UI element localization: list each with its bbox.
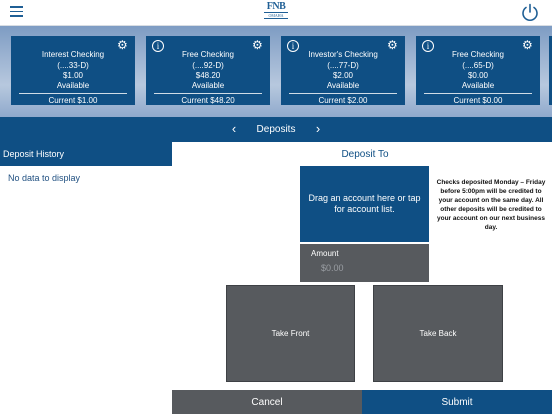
logo-text: FNB bbox=[266, 1, 286, 12]
chevron-right-icon[interactable]: › bbox=[315, 121, 321, 136]
gear-icon[interactable]: ⚙ bbox=[252, 38, 263, 52]
account-card[interactable]: i ⚙ Free Checking (....65-D) $0.00 Avail… bbox=[416, 36, 540, 105]
dropzone-label: Drag an account here or tap for account … bbox=[308, 193, 421, 214]
cancel-button[interactable]: Cancel bbox=[172, 390, 362, 414]
card-divider bbox=[289, 93, 397, 94]
current-balance: Current $1.00 bbox=[48, 96, 98, 105]
available-label: Available bbox=[326, 81, 360, 90]
page-title: Deposits bbox=[256, 124, 296, 135]
submit-label: Submit bbox=[441, 396, 473, 408]
info-icon[interactable]: i bbox=[287, 40, 299, 52]
account-card[interactable]: ⚙ Interest Checking (....33-D) $1.00 Ava… bbox=[11, 36, 135, 105]
account-card[interactable]: i ⚙ Free Checking (....92-D) $48.20 Avai… bbox=[146, 36, 270, 105]
empty-state-text: No data to display bbox=[8, 173, 81, 183]
account-number: (....65-D) bbox=[462, 61, 494, 70]
gear-icon[interactable]: ⚙ bbox=[522, 38, 533, 52]
take-back-label: Take Back bbox=[419, 329, 457, 338]
current-balance: Current $0.00 bbox=[453, 96, 503, 105]
section-nav-bar: ‹ Deposits › bbox=[0, 117, 552, 142]
account-number: (....77-D) bbox=[327, 61, 359, 70]
info-icon[interactable]: i bbox=[422, 40, 434, 52]
deposit-to-title: Deposit To bbox=[341, 149, 389, 160]
account-number: (....33-D) bbox=[57, 61, 89, 70]
amount-field[interactable]: Amount $0.00 bbox=[300, 244, 429, 282]
account-name: Free Checking bbox=[181, 50, 235, 59]
account-balance: $1.00 bbox=[62, 71, 84, 80]
top-bar: FNB OMAHA bbox=[0, 0, 552, 26]
account-name: Investor's Checking bbox=[308, 50, 378, 59]
take-front-label: Take Front bbox=[271, 329, 310, 338]
amount-input[interactable]: $0.00 bbox=[321, 263, 344, 273]
account-card[interactable]: i ⚙ Investor's Checking (....77-D) $2.00… bbox=[281, 36, 405, 105]
available-label: Available bbox=[461, 81, 495, 90]
bank-logo: FNB OMAHA bbox=[264, 2, 288, 24]
account-name: Free Checking bbox=[451, 50, 505, 59]
card-divider bbox=[154, 93, 262, 94]
account-card-partial[interactable] bbox=[549, 36, 552, 105]
take-back-button[interactable]: Take Back bbox=[373, 285, 503, 382]
current-balance: Current $48.20 bbox=[181, 96, 235, 105]
cancel-label: Cancel bbox=[251, 396, 283, 408]
chevron-left-icon[interactable]: ‹ bbox=[231, 121, 237, 136]
gear-icon[interactable]: ⚙ bbox=[387, 38, 398, 52]
card-divider bbox=[19, 93, 127, 94]
available-label: Available bbox=[56, 81, 90, 90]
account-balance: $48.20 bbox=[195, 71, 221, 80]
logo-subtext: OMAHA bbox=[264, 12, 288, 19]
available-label: Available bbox=[191, 81, 225, 90]
submit-button[interactable]: Submit bbox=[362, 390, 552, 414]
account-balance: $2.00 bbox=[332, 71, 354, 80]
info-icon[interactable]: i bbox=[152, 40, 164, 52]
card-divider bbox=[424, 93, 532, 94]
deposit-account-dropzone[interactable]: Drag an account here or tap for account … bbox=[300, 166, 429, 242]
take-front-button[interactable]: Take Front bbox=[226, 285, 355, 382]
account-name: Interest Checking bbox=[41, 50, 105, 59]
hamburger-menu-icon[interactable] bbox=[10, 6, 23, 17]
deposit-cutoff-note: Checks deposited Monday – Friday before … bbox=[436, 179, 546, 231]
power-icon[interactable] bbox=[520, 3, 540, 23]
account-balance: $0.00 bbox=[467, 71, 489, 80]
account-carousel[interactable]: ⚙ Interest Checking (....33-D) $1.00 Ava… bbox=[0, 26, 552, 117]
gear-icon[interactable]: ⚙ bbox=[117, 38, 128, 52]
deposit-history-header: Deposit History bbox=[0, 142, 172, 166]
amount-label: Amount bbox=[311, 249, 339, 258]
account-number: (....92-D) bbox=[192, 61, 224, 70]
current-balance: Current $2.00 bbox=[318, 96, 368, 105]
